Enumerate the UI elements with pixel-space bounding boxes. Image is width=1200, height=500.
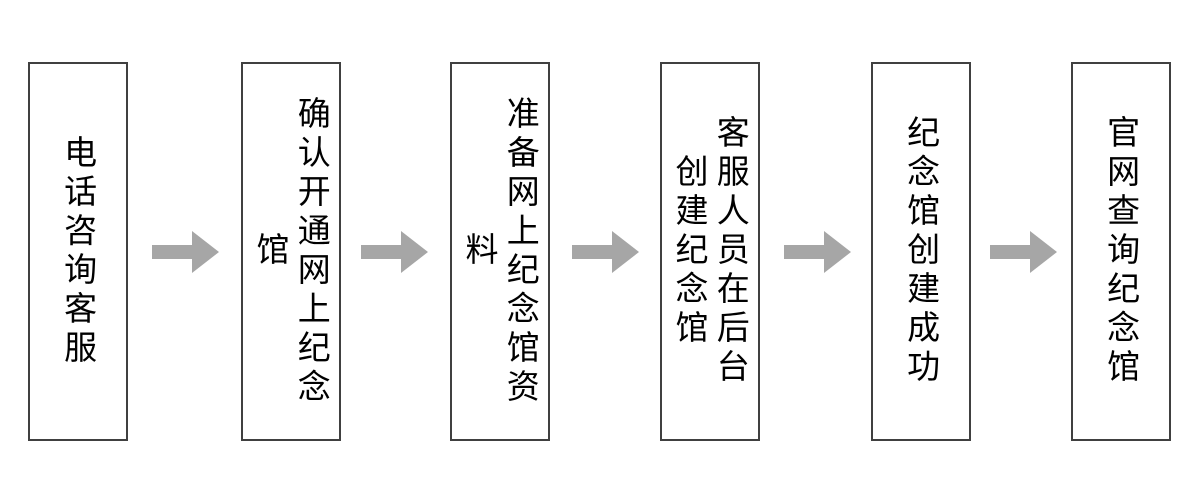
flow-step-6[interactable]: 官网查询纪念馆: [1071, 62, 1171, 441]
flow-arrow-3: [572, 231, 639, 273]
flow-step-4-label: 客服人员在后台创建纪念馆: [670, 115, 751, 388]
right-arrow-icon: [361, 231, 428, 273]
right-arrow-icon: [990, 231, 1057, 273]
flow-arrow-2: [361, 231, 428, 273]
right-arrow-icon: [152, 231, 219, 273]
flow-step-1[interactable]: 电话咨询客服: [28, 62, 128, 441]
flow-step-5-label: 纪念馆创建成功: [901, 115, 941, 388]
flow-step-2[interactable]: 确认开通网上纪念馆: [241, 62, 341, 441]
flow-step-3[interactable]: 准备网上纪念馆资料: [450, 62, 550, 441]
flow-step-4[interactable]: 客服人员在后台创建纪念馆: [660, 62, 760, 441]
flow-arrow-4: [784, 231, 851, 273]
flow-arrow-5: [990, 231, 1057, 273]
flow-arrow-1: [152, 231, 219, 273]
flow-step-5[interactable]: 纪念馆创建成功: [871, 62, 971, 441]
flow-step-3-label: 准备网上纪念馆资料: [460, 95, 541, 408]
flow-step-1-label: 电话咨询客服: [58, 134, 98, 369]
flow-step-2-label: 确认开通网上纪念馆: [251, 95, 332, 408]
right-arrow-icon: [784, 231, 851, 273]
flow-step-6-label: 官网查询纪念馆: [1101, 115, 1141, 388]
right-arrow-icon: [572, 231, 639, 273]
